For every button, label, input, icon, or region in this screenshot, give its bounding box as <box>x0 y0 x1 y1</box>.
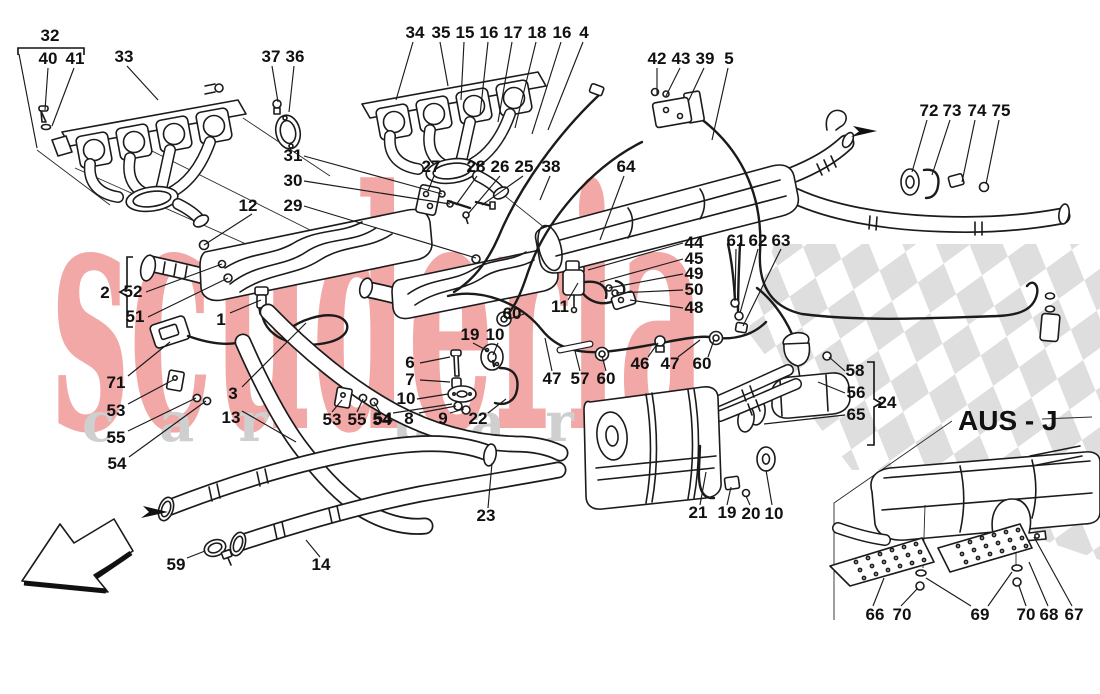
washer-55 <box>192 393 202 403</box>
heat-shield-66 <box>829 537 935 587</box>
left-exhaust-manifold <box>38 83 247 228</box>
center-silencer <box>534 109 1071 274</box>
washer-68 <box>1011 564 1023 572</box>
inset-code-label: AUS - J <box>958 405 1058 436</box>
hanger-mount-72-75 <box>900 168 990 200</box>
washer-41 <box>40 123 52 131</box>
brace-24 <box>867 361 883 446</box>
brace-2 <box>118 256 133 328</box>
grommet-60-a <box>496 311 512 327</box>
nut-70-right <box>1012 577 1022 587</box>
clamp-set-left <box>165 369 212 406</box>
washer-54 <box>202 396 212 406</box>
flow-arrow-small <box>141 506 168 518</box>
washer-70-left <box>915 569 927 577</box>
manifold-gasket <box>272 99 302 150</box>
rod-28 <box>446 199 472 210</box>
air-valve-44-48 <box>562 260 637 314</box>
big-direction-arrow <box>21 518 134 594</box>
rear-muffler <box>583 370 796 510</box>
bolt-37 <box>272 99 282 115</box>
grommets-61-63 <box>726 242 749 334</box>
nut-20 <box>741 488 751 498</box>
hose-45 <box>583 280 608 300</box>
connector-71 <box>149 315 191 349</box>
clamp-59 <box>203 538 233 566</box>
bolt-6 <box>450 349 462 377</box>
leader-lines <box>18 41 1073 607</box>
grommet-60-b <box>594 346 610 362</box>
bolt-26 <box>462 211 470 225</box>
direction-arrow-right <box>851 126 877 137</box>
washer-55-b <box>358 393 368 403</box>
grommet-10 <box>756 446 776 472</box>
tail-pipe-upper <box>157 443 498 522</box>
flange-23 <box>482 443 498 467</box>
nut-70-left <box>915 581 925 591</box>
solenoid-valve-39 <box>452 83 1061 343</box>
nut-75 <box>978 181 990 193</box>
right-exhaust-manifold <box>361 71 547 200</box>
grommet-19-10 <box>480 343 504 371</box>
tail-pipe-lower <box>229 470 558 557</box>
label-brackets <box>17 47 883 446</box>
clamp-46 <box>654 335 666 353</box>
bracket-22 <box>491 359 519 405</box>
bolt-40 <box>38 105 49 123</box>
hanger-rod-21 <box>697 444 716 500</box>
nut-9 <box>461 405 471 415</box>
boss-29 <box>471 254 481 264</box>
bracket-32 <box>17 47 85 55</box>
mount-disc-10 <box>447 385 477 403</box>
grommet-60-c <box>708 330 724 346</box>
aus-j-inset: AUS - J <box>829 405 1100 620</box>
watermark-car: car <box>82 390 268 454</box>
rod-73 <box>922 168 940 200</box>
nut-58 <box>822 351 832 361</box>
heat-shield-69 <box>937 523 1033 573</box>
bracket-19 <box>723 475 741 491</box>
